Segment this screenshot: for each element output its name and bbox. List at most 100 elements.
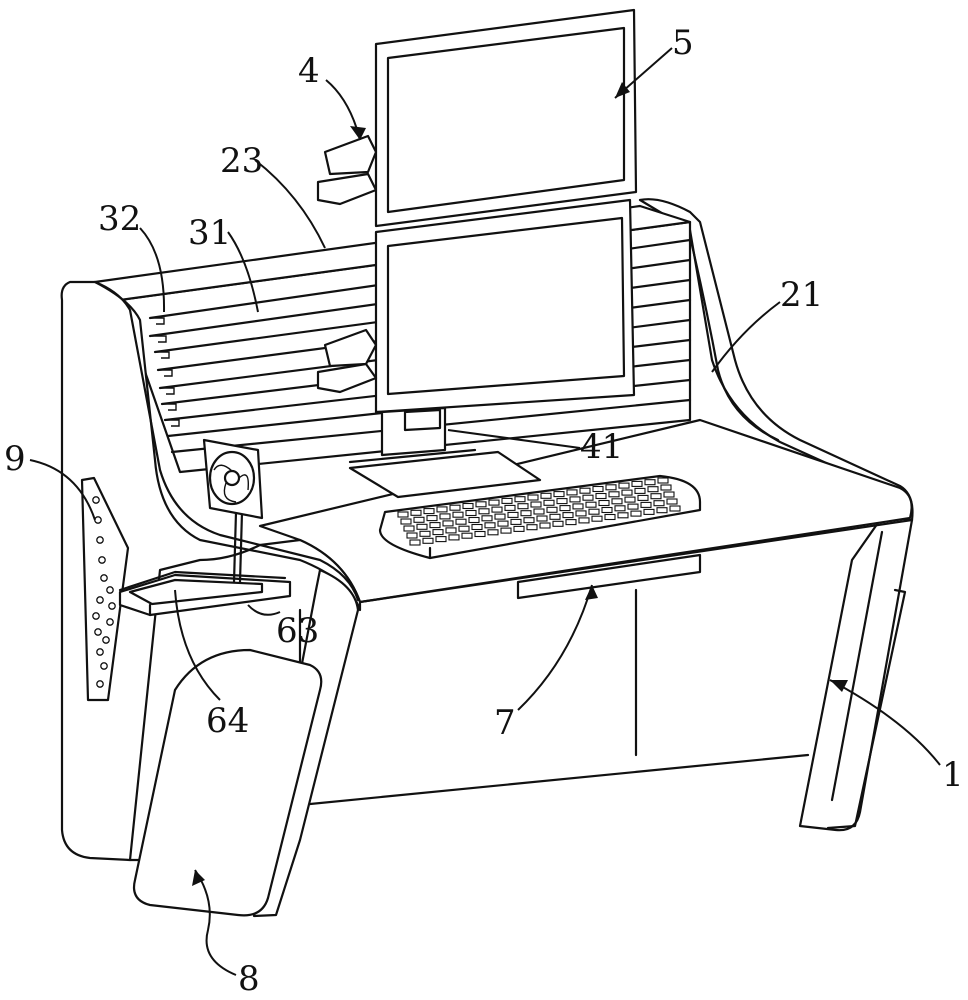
keyboard-key [462, 533, 472, 538]
keyboard-key [488, 530, 498, 535]
bracket-hole [101, 663, 107, 669]
bracket-hole [95, 517, 101, 523]
keyboard-key [492, 507, 502, 512]
footrest-board [134, 650, 321, 915]
label-7: 7 [494, 703, 516, 743]
bracket-hole [97, 681, 103, 687]
keyboard-key [537, 516, 547, 521]
label-9: 9 [4, 439, 26, 479]
keyboard-key [453, 512, 463, 517]
keyboard-key [527, 525, 537, 530]
keyboard-key [541, 493, 551, 498]
keyboard-key [485, 523, 495, 528]
label-41: 41 [580, 427, 623, 467]
keyboard-key [547, 507, 557, 512]
keyboard-key [593, 487, 603, 492]
keyboard-key [534, 509, 544, 514]
label-64: 64 [206, 701, 249, 741]
keyboard-key [661, 485, 671, 490]
keyboard-key [632, 481, 642, 486]
keyboard-key [482, 516, 492, 521]
label-23: 23 [220, 141, 263, 181]
keyboard-key [433, 530, 443, 535]
keyboard-key [450, 505, 460, 510]
keyboard-key [401, 519, 411, 524]
keyboard-key [579, 518, 589, 523]
keyboard-key [635, 488, 645, 493]
keyboard-key [511, 519, 521, 524]
keyboard-key [540, 523, 550, 528]
keyboard-key [615, 506, 625, 511]
right-leg-panel [800, 502, 912, 830]
keyboard-key [560, 506, 570, 511]
label-32: 32 [98, 199, 141, 239]
keyboard-key [563, 513, 573, 518]
keyboard-key [524, 518, 534, 523]
keyboard-key [618, 513, 628, 518]
keyboard-key [398, 512, 408, 517]
keyboard-key [505, 505, 515, 510]
keyboard-key [472, 525, 482, 530]
keyboard-key [550, 514, 560, 519]
bracket-hole [93, 497, 99, 503]
rear-modesty-panel [300, 590, 808, 805]
keyboard-key [619, 483, 629, 488]
keyboard-key [446, 528, 456, 533]
bracket-hole [97, 597, 103, 603]
label-21: 21 [780, 275, 823, 315]
keyboard-key [654, 501, 664, 506]
keyboard-key [436, 537, 446, 542]
keyboard-key [664, 492, 674, 497]
monitor-arm-upper [318, 136, 376, 204]
keyboard-key [508, 512, 518, 517]
monitor-upper [376, 10, 636, 226]
bracket-hole [97, 649, 103, 655]
keyboard-key [553, 521, 563, 526]
keyboard-key [475, 532, 485, 537]
keyboard-key [449, 535, 459, 540]
keyboard-key [631, 511, 641, 516]
keyboard-key [566, 520, 576, 525]
keyboard-key [557, 499, 567, 504]
label-4: 4 [298, 51, 320, 91]
keyboard-key [424, 509, 434, 514]
bracket-hole [95, 629, 101, 635]
label-31: 31 [188, 213, 231, 253]
keyboard-key [580, 488, 590, 493]
keyboard-key [667, 499, 677, 504]
keyboard-key [498, 521, 508, 526]
keyboard-key [521, 511, 531, 516]
keyboard-key [495, 514, 505, 519]
keyboard-key [489, 500, 499, 505]
keyboard-key [414, 517, 424, 522]
keyboard-key [514, 526, 524, 531]
keyboard-key [576, 511, 586, 516]
keyboard-key [479, 509, 489, 514]
keyboard-key [599, 501, 609, 506]
keyboard-key [554, 492, 564, 497]
keyboard-key [657, 508, 667, 513]
keyboard-key [602, 508, 612, 513]
keyboard-key [531, 502, 541, 507]
label-1: 1 [942, 755, 964, 795]
keyboard-key [605, 515, 615, 520]
keyboard-key [407, 533, 417, 538]
keyboard-key [404, 526, 414, 531]
keyboard-key [417, 524, 427, 529]
keyboard-key [644, 509, 654, 514]
keyboard-key [430, 523, 440, 528]
keyboard-key [609, 492, 619, 497]
keyboard-key [437, 507, 447, 512]
keyboard-key [641, 502, 651, 507]
keyboard-key [622, 490, 632, 495]
fan-assembly [204, 440, 262, 582]
bracket-hole [99, 557, 105, 563]
keyboard-key [658, 478, 668, 483]
bracket-hole [109, 603, 115, 609]
keyboard-key [459, 526, 469, 531]
keyboard-key [648, 487, 658, 492]
keyboard-key [583, 495, 593, 500]
label-63: 63 [276, 611, 319, 651]
